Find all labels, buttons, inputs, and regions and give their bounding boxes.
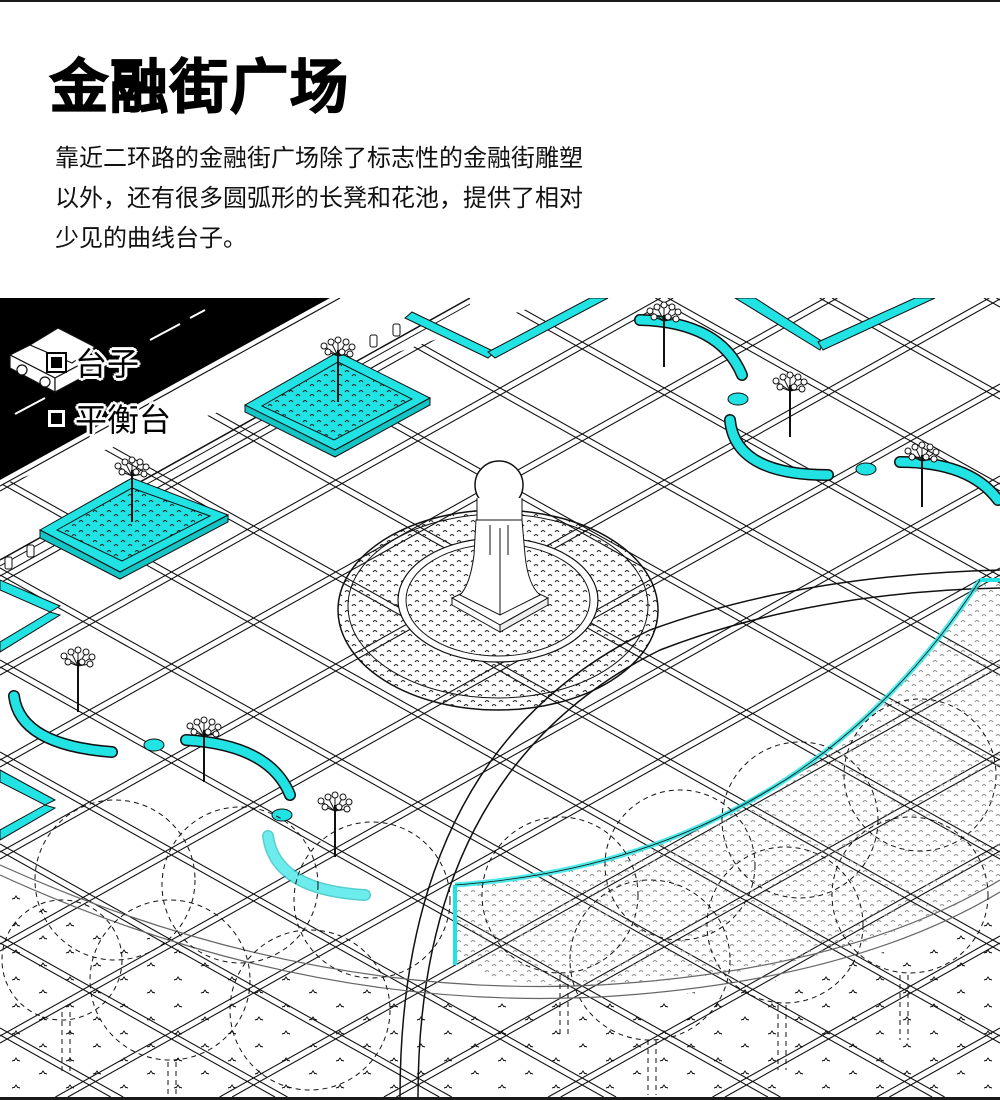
legend-item-balance-beam: 平衡台 xyxy=(48,390,171,446)
grid-line xyxy=(831,298,1000,393)
lamp-posts xyxy=(60,301,940,857)
square-marker-icon xyxy=(48,353,65,371)
grid-line xyxy=(339,298,1000,669)
sculpture-plaza xyxy=(337,460,659,711)
grid-line xyxy=(326,298,1000,676)
tree-canopy xyxy=(1,698,997,1095)
grid-line xyxy=(667,298,1000,485)
road-lane-markings xyxy=(14,309,206,415)
bollard xyxy=(4,323,401,570)
top-border xyxy=(0,0,1000,2)
curved-planter xyxy=(453,578,1000,986)
lawn xyxy=(0,880,1000,1097)
car-icon xyxy=(8,327,97,393)
square-marker-icon xyxy=(48,409,65,427)
round-stool xyxy=(143,392,877,822)
lamp-post xyxy=(114,456,150,522)
description: 靠近二环路的金融街广场除了标志性的金融街雕塑 以外，还有很多圆弧形的长凳和花池，… xyxy=(55,138,675,258)
lamp-post xyxy=(646,301,682,367)
page-title: 金融街广场 xyxy=(49,52,351,122)
description-line: 以外，还有很多圆弧形的长凳和花池，提供了相对 xyxy=(55,184,583,212)
description-line: 靠近二环路的金融街广场除了标志性的金融街雕塑 xyxy=(55,144,583,172)
lamp-post xyxy=(904,441,940,507)
lamp-post xyxy=(320,336,356,402)
legend-label: 平衡台 xyxy=(75,401,172,439)
legend-item-platform: 台子 xyxy=(48,334,171,390)
lamp-post xyxy=(317,791,353,857)
grid-line xyxy=(655,298,1000,492)
grid-line xyxy=(0,475,1000,1037)
curved-bench xyxy=(8,314,1000,901)
plaza-illustration: 台子 平衡台 xyxy=(0,298,1000,1097)
planter-box xyxy=(38,477,230,580)
description-line: 少见的曲线台子。 xyxy=(55,224,247,252)
grid-line xyxy=(0,298,661,669)
legend: 台子 平衡台 xyxy=(48,334,171,446)
header-section: 金融街广场 靠近二环路的金融街广场除了标志性的金融街雕塑 以外，还有很多圆弧形的… xyxy=(0,2,1000,298)
lamp-post xyxy=(60,646,96,712)
grid-line xyxy=(0,298,674,676)
sidewalk-edge xyxy=(0,298,341,487)
lamp-post xyxy=(186,716,222,782)
planter-curb xyxy=(0,298,936,841)
lamp-post xyxy=(772,371,808,437)
bottom-border xyxy=(0,1097,1000,1100)
grid-line xyxy=(819,298,1000,400)
legend-label: 台子 xyxy=(75,345,140,383)
